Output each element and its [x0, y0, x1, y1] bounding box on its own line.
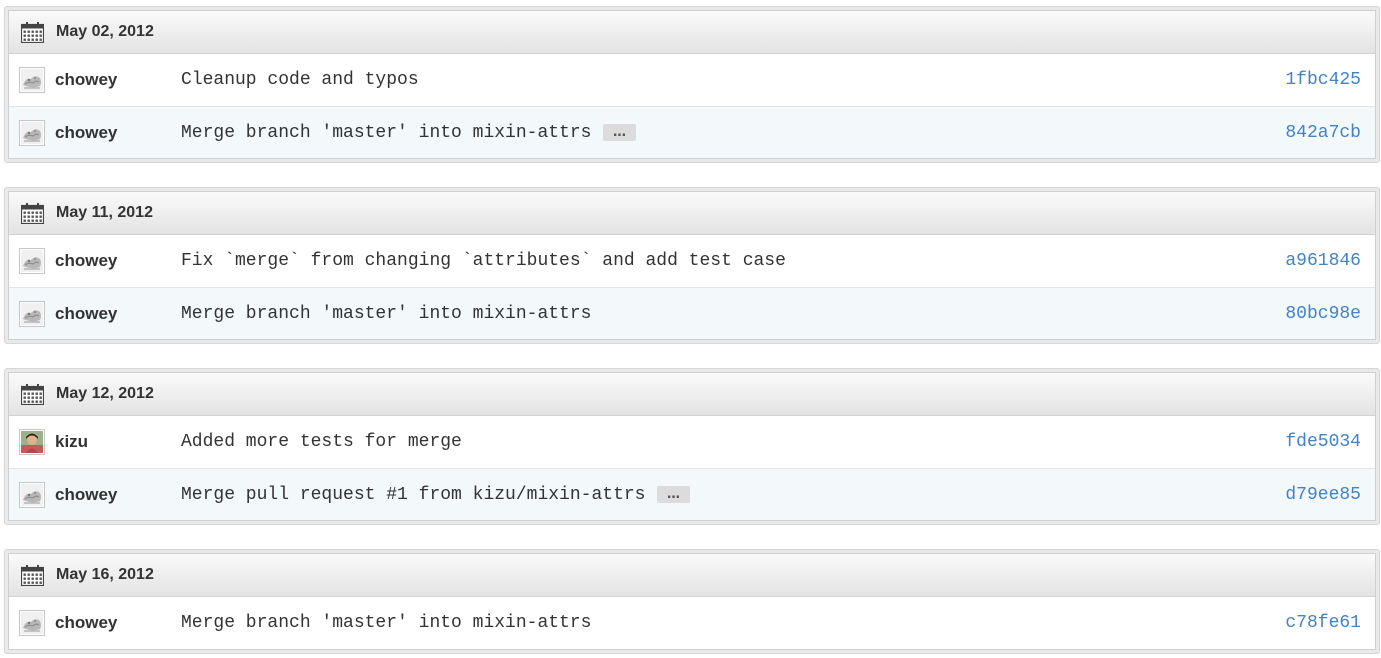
chowey-avatar[interactable]: [19, 67, 45, 93]
commit-sha-link[interactable]: fde5034: [1285, 432, 1361, 452]
commit-date: May 12, 2012: [56, 385, 154, 402]
commit-message-container: Merge branch 'master' into mixin-attrs: [181, 304, 1285, 324]
commit-row: chowey Fix `merge` from changing `attribu…: [9, 235, 1375, 287]
commit-message[interactable]: Cleanup code and typos: [181, 70, 419, 90]
commit-sha-link[interactable]: d79ee85: [1285, 484, 1361, 505]
commit-row: chowey Cleanup code and typos 1fbc425: [9, 54, 1375, 106]
commit-group-header: May 12, 2012: [9, 373, 1375, 416]
commit-date: May 16, 2012: [56, 566, 154, 583]
expand-message-button[interactable]: …: [603, 124, 637, 141]
commit-row: chowey Merge branch 'master' into mixin-a…: [9, 106, 1375, 158]
commit-group-body: May 02, 2012 chowey Cleanup code and typos…: [8, 10, 1376, 159]
commit-author[interactable]: chowey: [55, 484, 118, 504]
calendar-icon: [21, 564, 44, 586]
commit-row: chowey Merge pull request #1 from kizu/mi…: [9, 468, 1375, 520]
commit-group-body: May 12, 2012 kizu Added more tests for mer…: [8, 372, 1376, 521]
commit-date: May 02, 2012: [56, 23, 154, 40]
calendar-icon: [21, 21, 44, 43]
commit-group: May 02, 2012 chowey Cleanup code and typos…: [4, 6, 1380, 163]
commit-message-container: Added more tests for merge: [181, 432, 1285, 452]
commit-row: chowey Merge branch 'master' into mixin-a…: [9, 597, 1375, 649]
commit-group: May 11, 2012 chowey Fix `merge` from chang…: [4, 187, 1380, 344]
commit-group: May 16, 2012 chowey Merge branch 'master' …: [4, 549, 1380, 654]
commit-sha-link[interactable]: 80bc98e: [1285, 303, 1361, 324]
commit-author[interactable]: kizu: [55, 432, 89, 451]
expand-message-button[interactable]: …: [657, 486, 691, 503]
commit-row: chowey Merge branch 'master' into mixin-a…: [9, 287, 1375, 339]
commit-message[interactable]: Merge pull request #1 from kizu/mixin-at…: [181, 484, 646, 505]
commit-row: kizu Added more tests for merge fde5034: [9, 416, 1375, 468]
commit-group-header: May 16, 2012: [9, 554, 1375, 597]
commit-author[interactable]: chowey: [55, 70, 118, 89]
commit-message[interactable]: Merge branch 'master' into mixin-attrs: [181, 303, 592, 324]
commit-author[interactable]: chowey: [55, 613, 118, 632]
commit-message[interactable]: Merge branch 'master' into mixin-attrs: [181, 122, 592, 143]
commit-message[interactable]: Fix `merge` from changing `attributes` a…: [181, 251, 786, 271]
calendar-icon: [21, 383, 44, 405]
commit-author[interactable]: chowey: [55, 303, 118, 323]
commit-message-container: Cleanup code and typos: [181, 70, 1285, 90]
commit-author[interactable]: chowey: [55, 122, 118, 142]
kizu-avatar[interactable]: [19, 429, 45, 455]
commit-sha-link[interactable]: 1fbc425: [1285, 70, 1361, 90]
chowey-avatar[interactable]: [19, 119, 45, 146]
commit-message[interactable]: Merge branch 'master' into mixin-attrs: [181, 613, 592, 633]
commit-author[interactable]: chowey: [55, 251, 118, 270]
commit-group-body: May 16, 2012 chowey Merge branch 'master' …: [8, 553, 1376, 650]
commit-message-container: Merge branch 'master' into mixin-attrs: [181, 613, 1285, 633]
commit-group-header: May 11, 2012: [9, 192, 1375, 235]
chowey-avatar[interactable]: [19, 610, 45, 636]
commit-group-body: May 11, 2012 chowey Fix `merge` from chang…: [8, 191, 1376, 340]
commit-sha-link[interactable]: 842a7cb: [1285, 122, 1361, 143]
commit-group: May 12, 2012 kizu Added more tests for mer…: [4, 368, 1380, 525]
commit-group-header: May 02, 2012: [9, 11, 1375, 54]
commit-message-container: Merge branch 'master' into mixin-attrs …: [181, 123, 1285, 143]
chowey-avatar[interactable]: [19, 248, 45, 274]
commit-message-container: Fix `merge` from changing `attributes` a…: [181, 251, 1285, 271]
commit-message[interactable]: Added more tests for merge: [181, 432, 462, 452]
commit-sha-link[interactable]: a961846: [1285, 251, 1361, 271]
calendar-icon: [21, 202, 44, 224]
commit-date: May 11, 2012: [56, 204, 153, 221]
commit-sha-link[interactable]: c78fe61: [1285, 613, 1361, 633]
commit-message-container: Merge pull request #1 from kizu/mixin-at…: [181, 485, 1285, 505]
chowey-avatar[interactable]: [19, 481, 45, 508]
chowey-avatar[interactable]: [19, 300, 45, 327]
